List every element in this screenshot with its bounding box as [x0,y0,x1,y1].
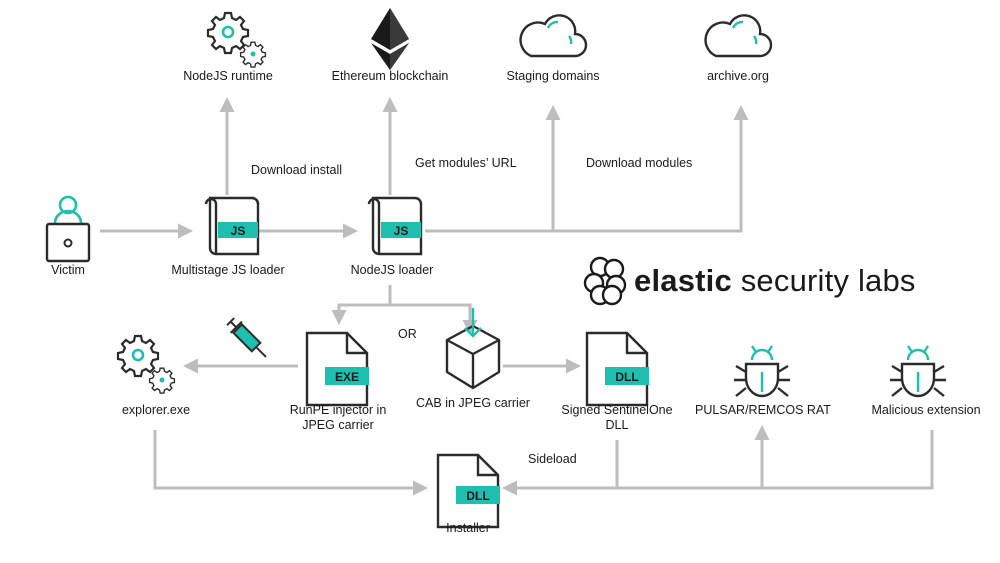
dll-file-icon: DLL [585,331,649,407]
node-label-malicious-extension: Malicious extension [871,403,981,417]
edge-label-or: OR [398,327,417,341]
node-label-archive: archive.org [707,69,769,83]
edge-to-runpe [331,285,392,325]
brand-name-bold: elastic [634,263,732,298]
node-label-runpe-line2: JPEG carrier [302,418,374,432]
node-label-nodejs-runtime: NodeJS runtime [183,69,273,83]
connectors [100,97,934,496]
edge-label-sideload: Sideload [528,452,577,466]
gears-icon [206,11,267,68]
elastic-logo-icon [583,256,627,306]
file-tag: JS [394,224,409,238]
file-tag: EXE [335,370,359,384]
node-label-multistage-loader: Multistage JS loader [171,263,285,277]
user-laptop-icon [45,195,91,263]
js-file-icon: JS [367,196,423,256]
file-tag: JS [231,224,246,238]
file-tag: DLL [466,489,489,503]
file-tag: DLL [615,370,638,384]
node-label-runpe-line1: RunPE injector in [289,403,387,417]
box-download-icon [445,308,501,390]
cloud-icon [519,14,588,58]
edge-label-get-modules-url: Get modules’ URL [415,156,517,170]
cloud-icon [704,14,773,58]
ethereum-icon [371,8,409,70]
node-label-explorer: explorer.exe [121,403,191,417]
brand-wordmark: elastic security labs [634,263,916,299]
node-label-staging: Staging domains [506,69,600,83]
syringe-icon [226,317,267,358]
edge-label-download-modules: Download modules [586,156,693,170]
bug-lock-icon [890,345,946,398]
js-file-icon: JS [204,196,260,256]
node-label-sentinel-line1: Signed SentinelOne [561,403,673,417]
dll-file-icon: DLL [436,453,500,529]
exe-file-icon: EXE [305,331,369,407]
node-label-ethereum: Ethereum blockchain [331,69,449,83]
gears-icon [116,334,176,394]
edge-explorer-installer [153,430,428,496]
node-label-sentinel-line2: DLL [605,418,629,432]
brand-name-light: security labs [731,263,916,298]
node-label-victim: Victim [51,263,85,277]
node-label-nodejs-loader: NodeJS loader [350,263,434,277]
edge-label-download-install: Download install [251,163,343,177]
node-label-pulsar: PULSAR/REMCOS RAT [695,403,831,417]
edge-to-cab [390,303,478,335]
bug-lock-icon [734,345,790,398]
node-label-cab: CAB in JPEG carrier [416,396,530,410]
brand-logo: elastic security labs [582,256,916,306]
edge-sideload [502,430,934,496]
node-label-installer: Installer [446,521,490,535]
edge-to-archive [425,105,749,233]
